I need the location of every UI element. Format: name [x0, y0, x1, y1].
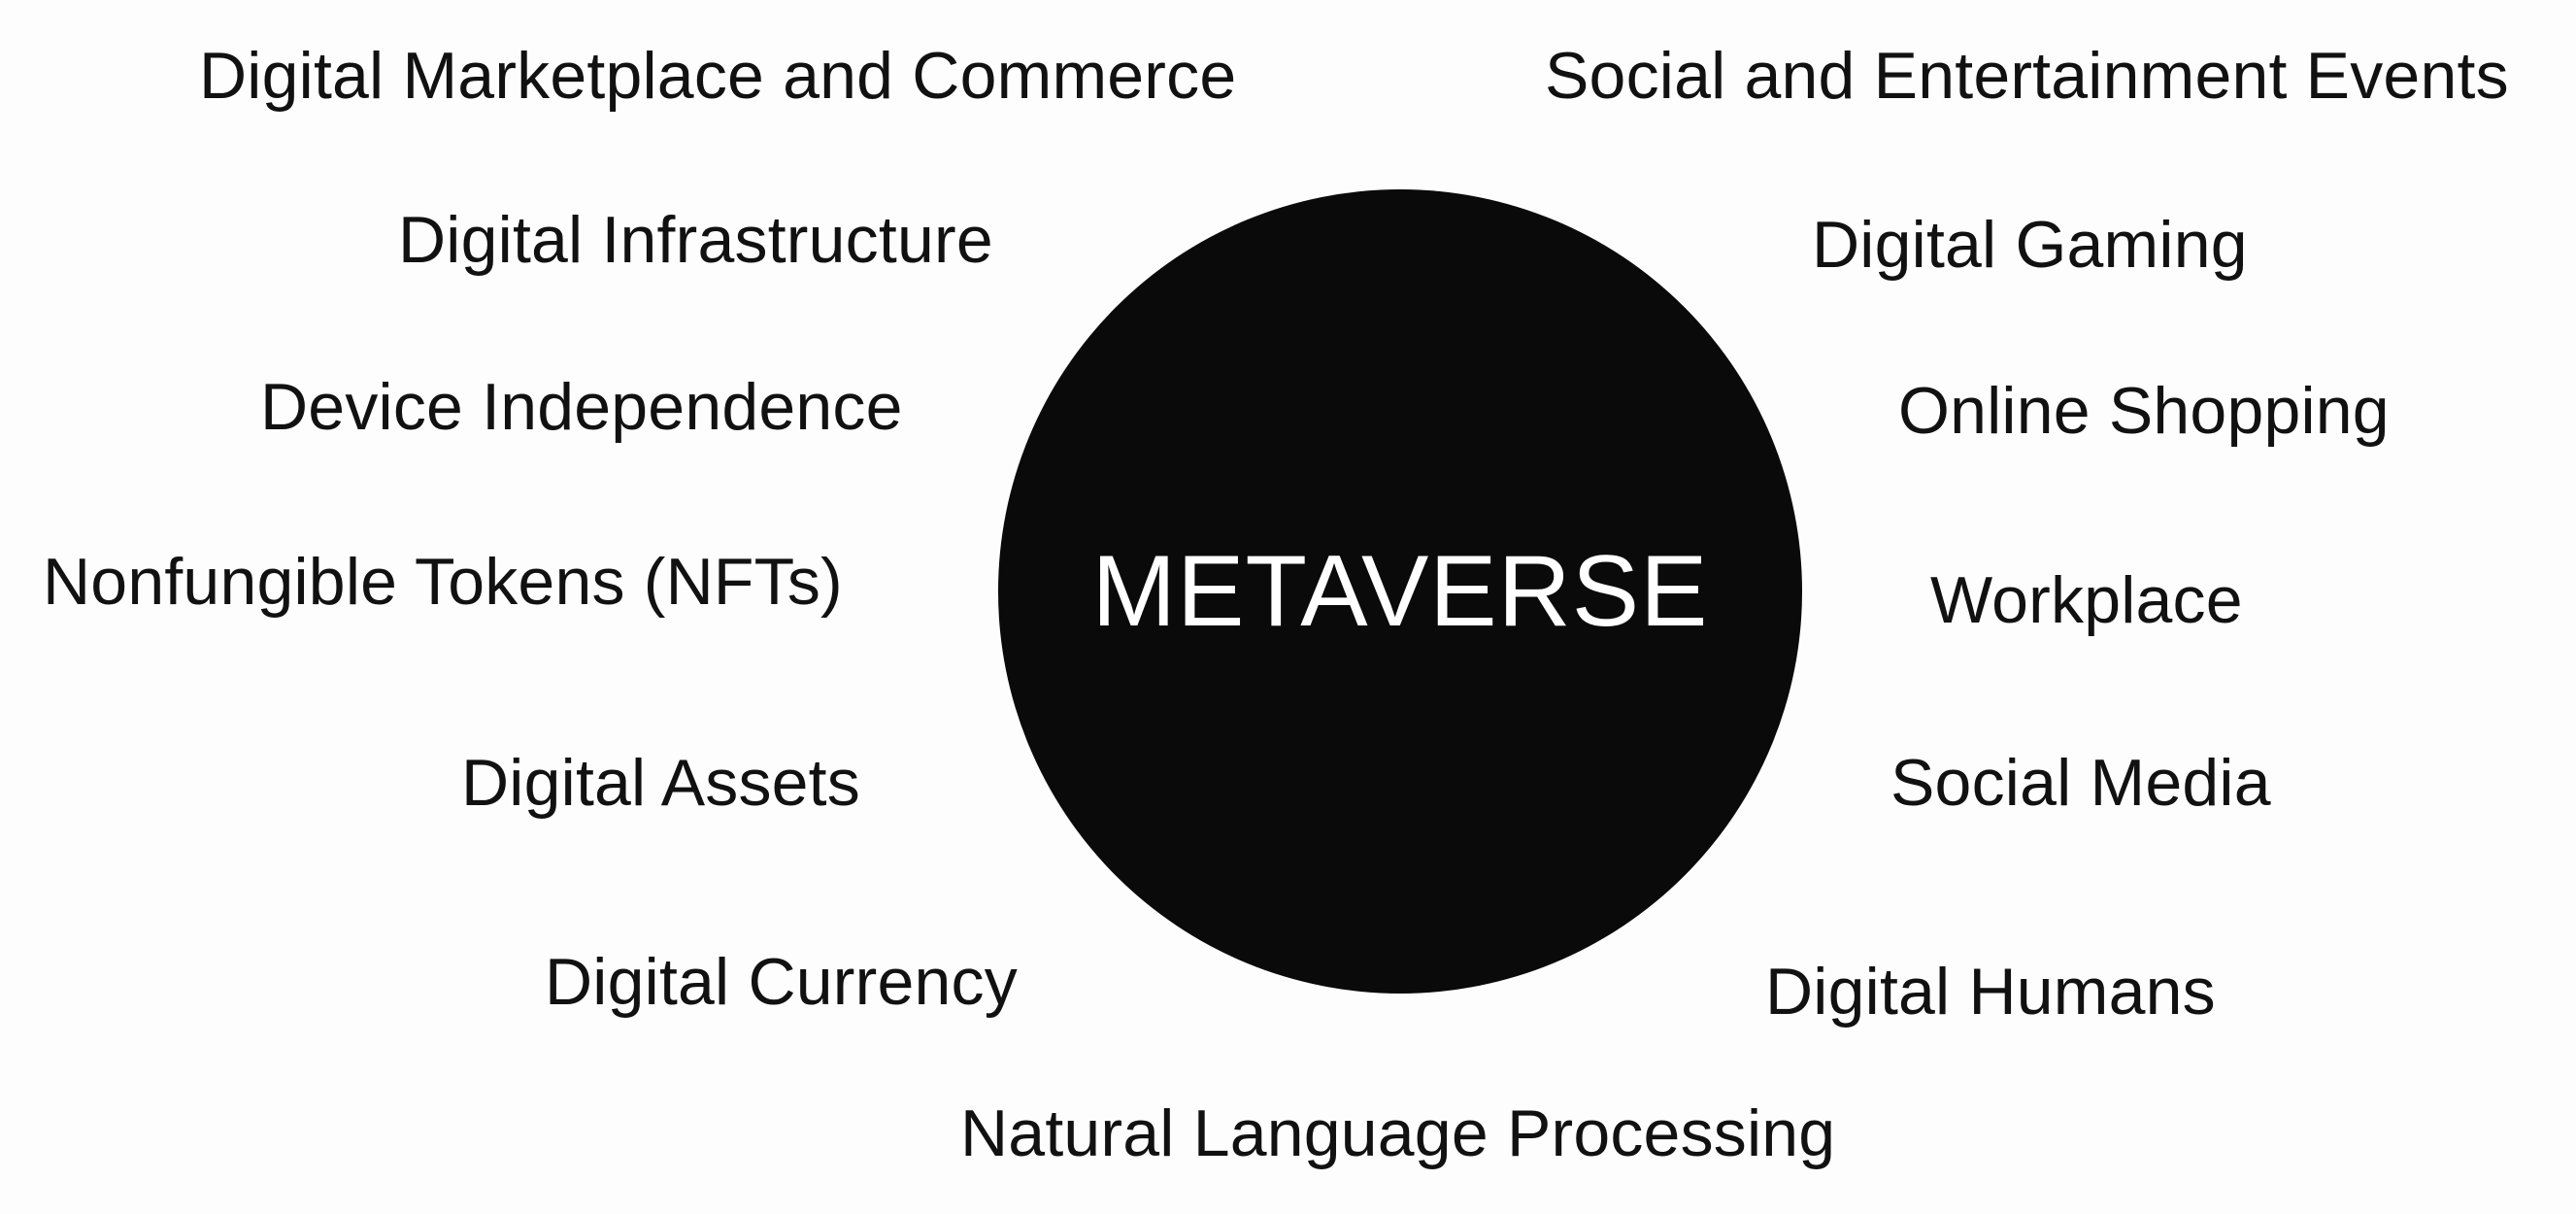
label-digital-assets: Digital Assets [461, 746, 860, 820]
label-digital-humans: Digital Humans [1765, 955, 2216, 1029]
label-workplace: Workplace [1930, 563, 2243, 637]
label-nonfungible-tokens: Nonfungible Tokens (NFTs) [43, 545, 843, 619]
label-social-media: Social Media [1890, 746, 2271, 820]
label-natural-language-processing: Natural Language Processing [960, 1096, 1836, 1170]
metaverse-title: METAVERSE [1091, 535, 1709, 648]
label-device-independence: Device Independence [260, 370, 903, 444]
metaverse-circle [998, 189, 1802, 994]
label-digital-infrastructure: Digital Infrastructure [398, 203, 993, 277]
label-online-shopping: Online Shopping [1898, 374, 2390, 448]
label-digital-gaming: Digital Gaming [1812, 208, 2248, 282]
label-digital-currency: Digital Currency [545, 945, 1018, 1019]
label-social-and-entertainment-events: Social and Entertainment Events [1545, 39, 2509, 113]
label-digital-marketplace-and-commerce: Digital Marketplace and Commerce [199, 39, 1237, 113]
